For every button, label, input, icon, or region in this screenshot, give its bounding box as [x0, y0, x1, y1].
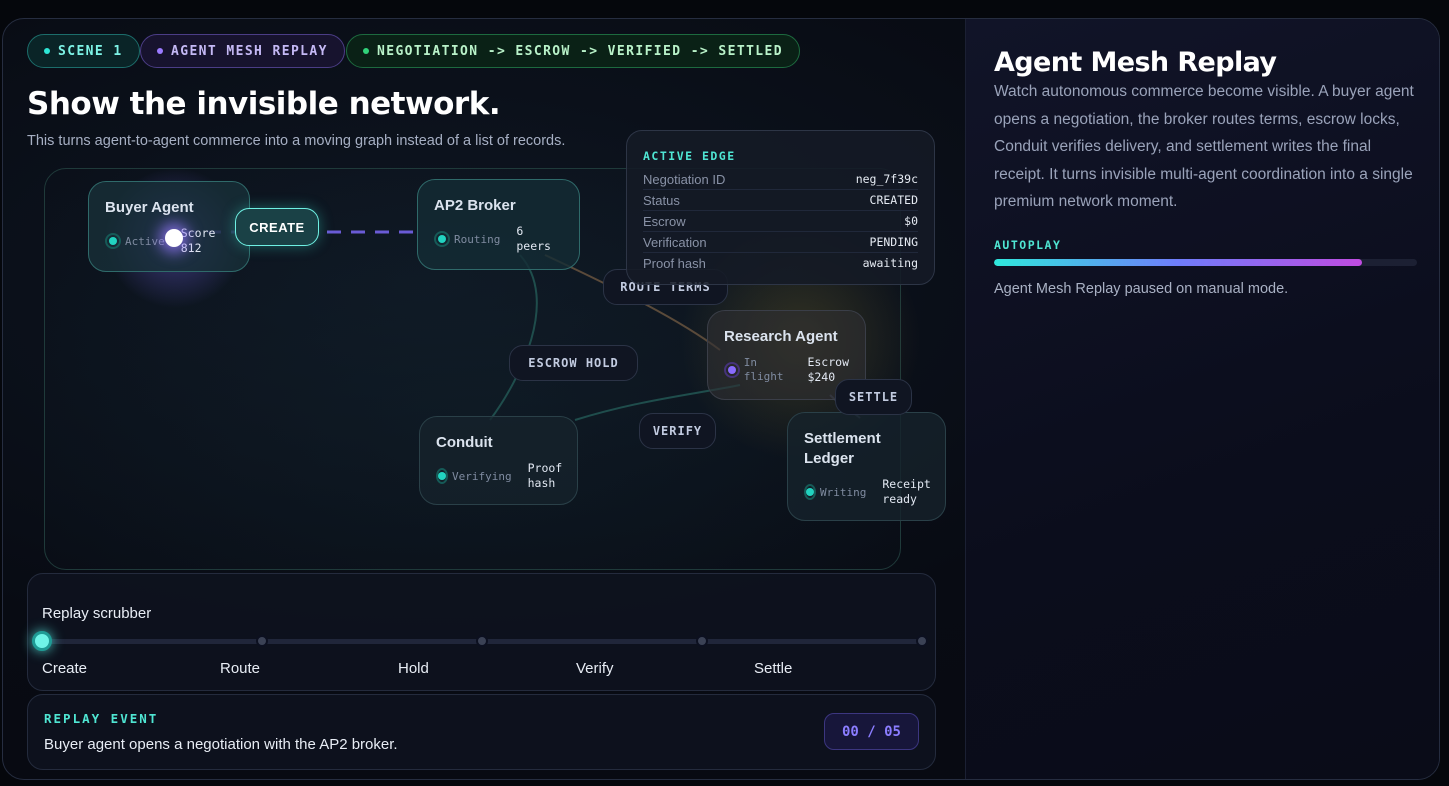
ledger-metric-line2: ready: [882, 492, 917, 506]
verify-edge-label[interactable]: VERIFY: [639, 413, 716, 449]
scrubber-step-label[interactable]: Verify: [576, 660, 614, 677]
active-edge-key: Verification: [643, 234, 707, 250]
buyer-agent-title: Buyer Agent: [105, 199, 194, 216]
active-edge-value: $0: [904, 214, 918, 228]
active-edge-value: CREATED: [869, 193, 918, 207]
scene-pill[interactable]: SCENE 1: [27, 34, 140, 68]
research-status-line1: In: [743, 356, 757, 369]
research-metric-value: $240: [807, 370, 836, 384]
scrubber-step-label[interactable]: Settle: [754, 660, 793, 677]
buyer-metric-value: 812: [180, 241, 202, 255]
replay-event-panel: REPLAY EVENT Buyer agent opens a negotia…: [27, 694, 936, 770]
conduit-metric-line1: Proof: [527, 461, 563, 475]
buyer-agent-status: Active: [125, 234, 165, 248]
active-edge-row: Proof hash awaiting: [643, 253, 918, 273]
active-edge-row: Status CREATED: [643, 190, 918, 211]
mesh-replay-pill[interactable]: AGENT MESH REPLAY: [140, 34, 345, 68]
side-panel: Agent Mesh Replay Watch autonomous comme…: [965, 19, 1439, 779]
scrubber-step-label[interactable]: Route: [220, 660, 261, 677]
settle-edge-label[interactable]: SETTLE: [835, 379, 912, 415]
broker-metric-label: peers: [516, 239, 551, 253]
broker-metric-value: 6: [516, 224, 524, 238]
scrubber-title: Replay scrubber: [42, 605, 152, 622]
research-metric-label: Escrow: [807, 355, 849, 369]
scrubber-stop[interactable]: [476, 635, 488, 647]
active-edge-value: awaiting: [862, 256, 918, 270]
active-edge-row: Negotiation ID neg_7f39c: [643, 169, 918, 190]
active-edge-title: ACTIVE EDGE: [643, 149, 736, 163]
replay-event-description: Buyer agent opens a negotiation with the…: [44, 736, 398, 753]
research-agent-title: Research Agent: [724, 328, 838, 345]
autoplay-status: Agent Mesh Replay paused on manual mode.: [994, 281, 1289, 297]
active-edge-value: neg_7f39c: [855, 172, 918, 186]
create-edge-label[interactable]: CREATE: [235, 208, 319, 246]
ledger-title-line1: Settlement: [804, 430, 881, 447]
flow-dot-icon: [363, 48, 369, 54]
ap2-broker-title: AP2 Broker: [434, 197, 516, 214]
status-dot-icon: [105, 233, 121, 249]
replay-scrubber: Replay scrubber Create Route Hold Verify Set…: [27, 573, 936, 691]
side-panel-description: Watch autonomous commerce become visible…: [994, 83, 1414, 210]
active-edge-row: Escrow $0: [643, 211, 918, 232]
mesh-dot-icon: [157, 48, 163, 54]
conduit-metric-line2: hash: [527, 476, 556, 490]
scrubber-step-label[interactable]: Hold: [398, 660, 429, 677]
status-dot-icon: [724, 362, 740, 378]
flow-pill[interactable]: NEGOTIATION -> ESCROW -> VERIFIED -> SET…: [346, 34, 800, 68]
autoplay-progress-fill: [994, 259, 1362, 266]
scene-dot-icon: [44, 48, 50, 54]
conduit-title: Conduit: [436, 434, 493, 451]
ledger-title-line2: Ledger: [804, 450, 855, 467]
autoplay-progress-bar[interactable]: [994, 259, 1417, 266]
replay-step-counter: 00 / 05: [824, 713, 919, 750]
autoplay-label: AUTOPLAY: [994, 238, 1062, 252]
research-status-line2: flight: [743, 370, 784, 383]
active-edge-key: Escrow: [643, 213, 686, 229]
ap2-broker-status: Routing: [454, 232, 501, 246]
settlement-ledger-status: Writing: [820, 485, 867, 499]
mesh-pill-label: AGENT MESH REPLAY: [171, 43, 328, 59]
side-panel-title: Agent Mesh Replay: [994, 47, 1277, 78]
research-agent-metric: Escrow$240: [807, 355, 849, 385]
active-edge-key: Negotiation ID: [643, 171, 726, 187]
conduit-status: Verifying: [452, 469, 512, 483]
scrubber-stop[interactable]: [256, 635, 268, 647]
active-edge-value: PENDING: [869, 235, 918, 249]
active-edge-key: Status: [643, 192, 680, 208]
scene-pill-label: SCENE 1: [58, 43, 123, 59]
flow-pill-label: NEGOTIATION -> ESCROW -> VERIFIED -> SET…: [377, 43, 783, 59]
scrubber-stop[interactable]: [32, 631, 52, 651]
page-title: Show the invisible network.: [27, 86, 501, 122]
page-subtitle: This turns agent-to-agent commerce into …: [27, 133, 566, 149]
status-dot-icon: [436, 468, 448, 484]
scrubber-stop[interactable]: [696, 635, 708, 647]
ledger-metric-line1: Receipt: [882, 477, 931, 491]
scrubber-stop[interactable]: [916, 635, 928, 647]
active-edge-row: Verification PENDING: [643, 232, 918, 253]
active-pulse-marker: [165, 229, 183, 247]
status-dot-icon: [804, 484, 816, 500]
status-dot-icon: [434, 231, 450, 247]
active-edge-key: Proof hash: [643, 255, 706, 271]
scrubber-step-label[interactable]: Create: [42, 660, 88, 677]
replay-event-title: REPLAY EVENT: [44, 711, 159, 726]
buyer-metric-label: Score: [180, 226, 216, 240]
escrow-hold-edge-label[interactable]: ESCROW HOLD: [509, 345, 638, 381]
